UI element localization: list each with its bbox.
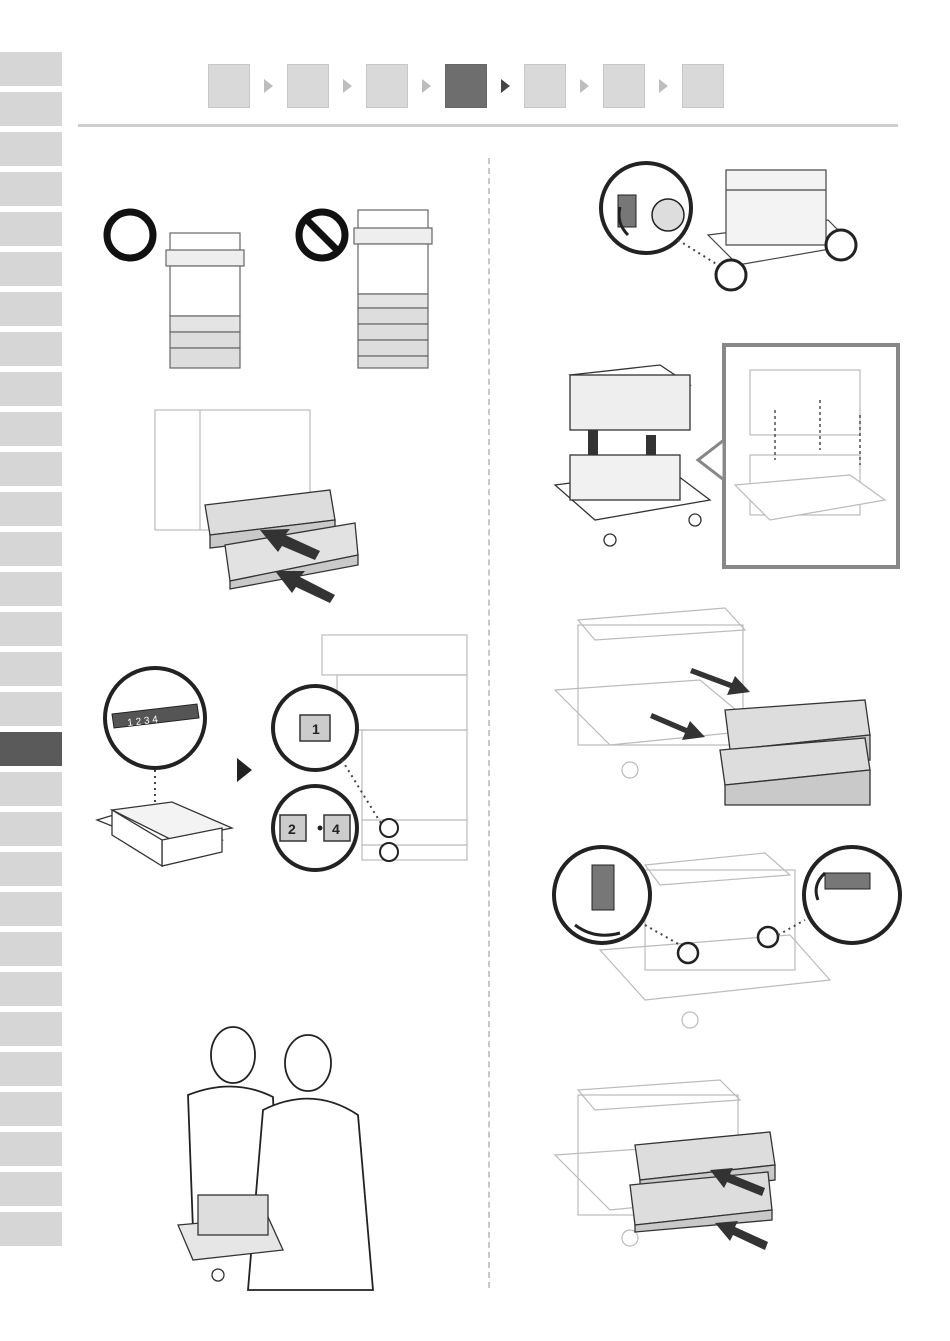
language-tab[interactable]: [0, 92, 62, 126]
step-box: [682, 64, 724, 108]
language-tabs: [0, 52, 62, 1252]
language-tab[interactable]: [0, 692, 62, 726]
header-rule: [78, 124, 898, 127]
box-icon: [97, 802, 232, 866]
language-tab[interactable]: [0, 172, 62, 206]
language-tab[interactable]: [0, 52, 62, 86]
step-arrow-icon: [659, 79, 668, 93]
drawer-1-label-zoom: 1: [273, 686, 357, 770]
prohibited-icon: [299, 212, 345, 258]
drawer-4-label: 4: [332, 821, 340, 837]
language-tab[interactable]: [0, 1092, 62, 1126]
language-tab[interactable]: [0, 852, 62, 886]
step-box: [445, 64, 487, 108]
language-tab[interactable]: [0, 972, 62, 1006]
language-tab[interactable]: [0, 132, 62, 166]
language-tab[interactable]: [0, 1172, 62, 1206]
ok-icon: [107, 212, 153, 258]
step-arrow-icon: [501, 79, 510, 93]
language-tab[interactable]: [0, 932, 62, 966]
fixing-parts-illustration: [550, 845, 900, 1035]
drawer-out-lower: [720, 738, 870, 805]
step-arrow-icon: [264, 79, 273, 93]
stack-feeder-illustration: [550, 345, 900, 575]
step-box: [603, 64, 645, 108]
sticker-sheet-zoom: 1 2 3 4: [105, 668, 205, 768]
language-tab[interactable]: [0, 812, 62, 846]
language-tab[interactable]: [0, 1212, 62, 1246]
language-tab[interactable]: [0, 412, 62, 446]
language-tab[interactable]: [0, 332, 62, 366]
language-tab[interactable]: [0, 1052, 62, 1086]
sticker-illustration: 1 2 3 4 1 2 4: [92, 630, 472, 880]
insert-drawers-illustration: [150, 405, 370, 605]
language-tab[interactable]: [0, 772, 62, 806]
language-tab[interactable]: [0, 572, 62, 606]
language-tab[interactable]: [0, 532, 62, 566]
language-tab[interactable]: [0, 612, 62, 646]
step-arrow-icon: [422, 79, 431, 93]
person-left-head: [211, 1027, 255, 1083]
step-arrow-icon: [343, 79, 352, 93]
language-tab[interactable]: [0, 1132, 62, 1166]
step-box: [208, 64, 250, 108]
language-tab[interactable]: [0, 372, 62, 406]
drawer-2-label: 2: [288, 821, 296, 837]
next-step-arrow-icon: [237, 758, 252, 782]
caster-lock-illustration: [598, 155, 858, 295]
remove-drawers-illustration: [550, 600, 880, 790]
feeder-top: [570, 365, 690, 430]
column-divider: [488, 158, 490, 1288]
reinsert-drawers-illustration: [550, 1070, 870, 1250]
step-box: [524, 64, 566, 108]
caster-zoom: [601, 163, 691, 253]
printer-ng: [354, 210, 432, 368]
caster-front: [716, 260, 746, 290]
language-tab[interactable]: [0, 892, 62, 926]
language-tab[interactable]: [0, 212, 62, 246]
lifting-illustration: [168, 1025, 388, 1290]
printer-ok: [166, 233, 244, 368]
language-tab[interactable]: [0, 252, 62, 286]
step-arrow-icon: [580, 79, 589, 93]
step-box: [366, 64, 408, 108]
language-tab[interactable]: [0, 1012, 62, 1046]
right-lever-zoom: [804, 847, 900, 943]
language-tab[interactable]: [0, 452, 62, 486]
language-tab[interactable]: [0, 292, 62, 326]
caster-back: [826, 230, 856, 260]
ok-ng-illustration: [100, 200, 460, 390]
step-box: [287, 64, 329, 108]
person-right-head: [285, 1035, 331, 1091]
language-tab[interactable]: [0, 492, 62, 526]
person-right-body: [248, 1099, 373, 1290]
language-tab[interactable]: [0, 652, 62, 686]
step-indicator: [208, 64, 724, 108]
language-tab[interactable]: [0, 732, 62, 766]
drawer-2-4-label-zoom: 2 4: [273, 786, 357, 870]
detail-zoom-box: [698, 345, 898, 567]
left-lever-zoom: [554, 847, 650, 943]
cart-base: [555, 455, 710, 546]
drawer-1-label: 1: [312, 721, 320, 737]
